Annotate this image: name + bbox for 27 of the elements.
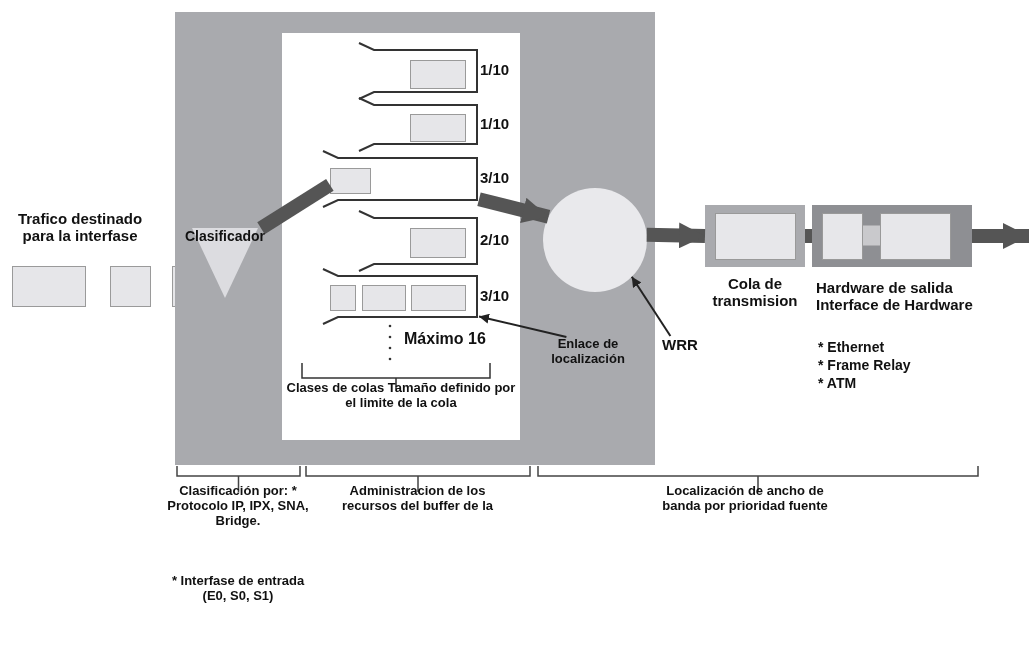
flow-arrow <box>477 192 551 224</box>
processing-panel <box>175 12 655 465</box>
leader-arrow <box>478 313 568 338</box>
share-label: 2/10 <box>480 231 511 249</box>
output-hardware-label: Hardware de salida Interface de Hardware <box>816 279 974 314</box>
network-type-item: * Frame Relay <box>818 357 912 374</box>
traffic-label: Trafico destinado para la interfase <box>16 210 144 245</box>
queue-panel <box>282 33 520 440</box>
max-queues-label: Máximo 16 <box>404 330 487 349</box>
network-type-item: * Ethernet <box>818 339 886 356</box>
share-label: 1/10 <box>480 114 511 132</box>
share-label: 3/10 <box>480 286 511 304</box>
link-label: Enlace de localización <box>550 337 626 367</box>
network-type-item: * ATM <box>818 375 858 392</box>
share-label: 1/10 <box>480 61 511 79</box>
queue-classes-caption: Clases de colas Tamaño definido por el limite de la cola <box>285 381 517 411</box>
input-interface-note: * Interfase de entrada (E0, S0, S1) <box>170 574 306 604</box>
classification-note: Clasificación por: * Protocolo IP, IPX, SNA, Bridge. <box>166 484 310 529</box>
buffer-management-note: Administracion de los recursos del buffer de la <box>341 484 494 514</box>
classifier-label: Clasificador <box>183 228 267 245</box>
transmit-queue-label: Cola de transmision <box>711 275 799 310</box>
scheduler-label: WRR <box>662 336 699 354</box>
share-label: 3/10 <box>480 169 511 187</box>
leader-arrow <box>630 275 672 337</box>
flow-arrow <box>972 223 1029 249</box>
flow-arrow <box>646 222 706 249</box>
bandwidth-allocation-note: Localización de ancho de banda por prioridad fuente <box>661 484 829 514</box>
